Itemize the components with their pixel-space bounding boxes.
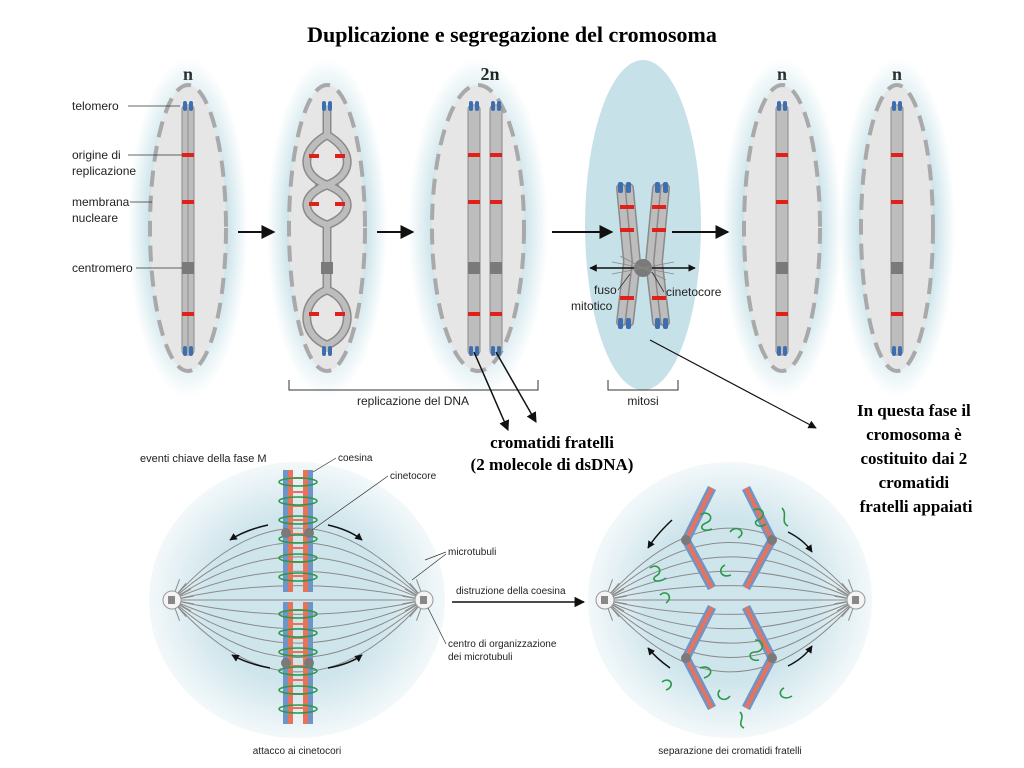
microtubule-fibre	[604, 599, 857, 644]
cohesin-ring	[278, 534, 318, 544]
cell-n-daughter-2	[839, 58, 955, 398]
microtubule-fibre	[171, 599, 425, 658]
arrow-sister-1	[473, 351, 510, 431]
cohesin-ring	[278, 515, 318, 525]
microtubule-fibre	[604, 599, 857, 658]
note-line-3: costituito dai 2	[861, 449, 968, 468]
spindle-cell-separation	[588, 462, 872, 738]
kinetochore-dot	[767, 653, 777, 663]
microtubule-fibre	[604, 542, 857, 601]
cohesin-ring	[278, 704, 318, 714]
cell-2n-replicated	[408, 58, 548, 398]
mtoc-right-2	[846, 590, 866, 610]
cohesin-ring	[278, 647, 318, 657]
label-separation: separazione dei cromatidi fratelli	[658, 746, 801, 757]
mtoc-left	[162, 590, 182, 610]
label-origin: origine di replicazione	[72, 148, 136, 178]
label-membrane-line-1: membrana	[72, 195, 130, 209]
mtoc-right	[414, 590, 434, 610]
cell-replicating	[267, 58, 387, 398]
label-origin-line-2: replicazione	[72, 164, 136, 178]
label-sister-chromatids-line-2: (2 molecole di dsDNA)	[471, 455, 634, 474]
cohesin-ring	[278, 572, 318, 582]
label-sister-chromatids: cromatidi fratelli (2 molecole di dsDNA)	[471, 433, 634, 474]
kinetochore-dot	[681, 653, 691, 663]
microtubule-fibre	[604, 599, 857, 630]
spindle-cell-attachment	[149, 462, 445, 738]
label-mitosis: mitosi	[627, 394, 658, 408]
label-mtoc-line-2: dei microtubuli	[448, 652, 512, 663]
kinetochore-dot	[681, 535, 691, 545]
label-mtoc-line-1: centro di organizzazione	[448, 639, 557, 650]
label-cohesin: coesina	[338, 453, 373, 464]
note-text: In questa fase il cromosoma è costituito…	[857, 401, 975, 516]
cell-n-1	[128, 58, 248, 398]
label-kinetochore-top: cinetocore	[666, 285, 722, 299]
bracket-mitosis	[607, 380, 679, 391]
note-line-2: cromosoma è	[866, 425, 962, 444]
cell-n-daughter-1	[722, 58, 842, 398]
label-attachment: attacco ai cinetocori	[253, 746, 341, 757]
label-centromere: centromero	[72, 261, 133, 275]
label-kinetochore-bottom: cinetocore	[390, 471, 437, 482]
label-mtoc: centro di organizzazione dei microtubuli	[448, 639, 557, 663]
mtoc-left-2	[595, 590, 615, 610]
page-title: Duplicazione e segregazione del cromosom…	[307, 22, 717, 47]
cohesin-ring	[278, 553, 318, 563]
microtubule-fibre	[171, 570, 425, 601]
arrow-sister-2	[495, 351, 537, 423]
chromosome-lower	[278, 602, 318, 724]
microtubule-fibre	[171, 599, 425, 615]
label-telomere: telomero	[72, 99, 119, 113]
kinetochore-dot	[767, 535, 777, 545]
microtubule-fibre	[604, 585, 857, 601]
label-membrane-line-2: nucleare	[72, 211, 118, 225]
label-sister-chromatids-line-1: cromatidi fratelli	[490, 433, 614, 452]
kinetochore-dot	[304, 528, 314, 538]
cohesin-ring	[278, 477, 318, 487]
note-line-4: cromatidi	[879, 473, 950, 492]
label-spindle-line-1: fuso	[594, 283, 617, 297]
m-phase-heading: eventi chiave della fase M	[140, 453, 267, 465]
note-line-1: In questa fase il	[857, 401, 971, 420]
note-line-5: fratelli appaiati	[860, 497, 973, 516]
label-microtubules: microtubuli	[448, 547, 496, 558]
cell-mitosis	[585, 60, 701, 390]
microtubule-fibre	[604, 599, 857, 615]
microtubule-fibre	[604, 556, 857, 601]
bracket-dna-replication	[288, 380, 539, 391]
microtubule-fibre	[171, 585, 425, 601]
label-origin-line-1: origine di	[72, 148, 121, 162]
microtubule-fibre	[604, 570, 857, 601]
kinetochore-dot	[281, 658, 291, 668]
cohesin-ring	[278, 628, 318, 638]
microtubule-fibre	[171, 527, 425, 601]
cohesin-ring	[278, 685, 318, 695]
cohesin-ring	[278, 666, 318, 676]
label-membrane: membrana nucleare	[72, 195, 130, 225]
label-dna-replication: replicazione del DNA	[357, 394, 469, 408]
microtubule-fibre	[171, 599, 425, 673]
cohesin-fragments	[649, 507, 793, 729]
microtubule-fibre	[171, 556, 425, 601]
microtubule-fibre	[171, 599, 425, 644]
label-spindle-line-2: mitotico	[571, 299, 613, 313]
microtubule-fibre	[604, 599, 857, 673]
cohesin-ring	[278, 496, 318, 506]
arrow-note	[649, 339, 817, 429]
cohesin-ring	[278, 609, 318, 619]
label-spindle: fuso mitotico	[571, 283, 617, 313]
chromosome-upper	[278, 470, 318, 592]
label-cohesin-destruction: distruzione della coesina	[456, 586, 566, 597]
microtubule-fibre	[604, 527, 857, 601]
kinetochore-dot	[304, 658, 314, 668]
kinetochore-dot	[281, 528, 291, 538]
